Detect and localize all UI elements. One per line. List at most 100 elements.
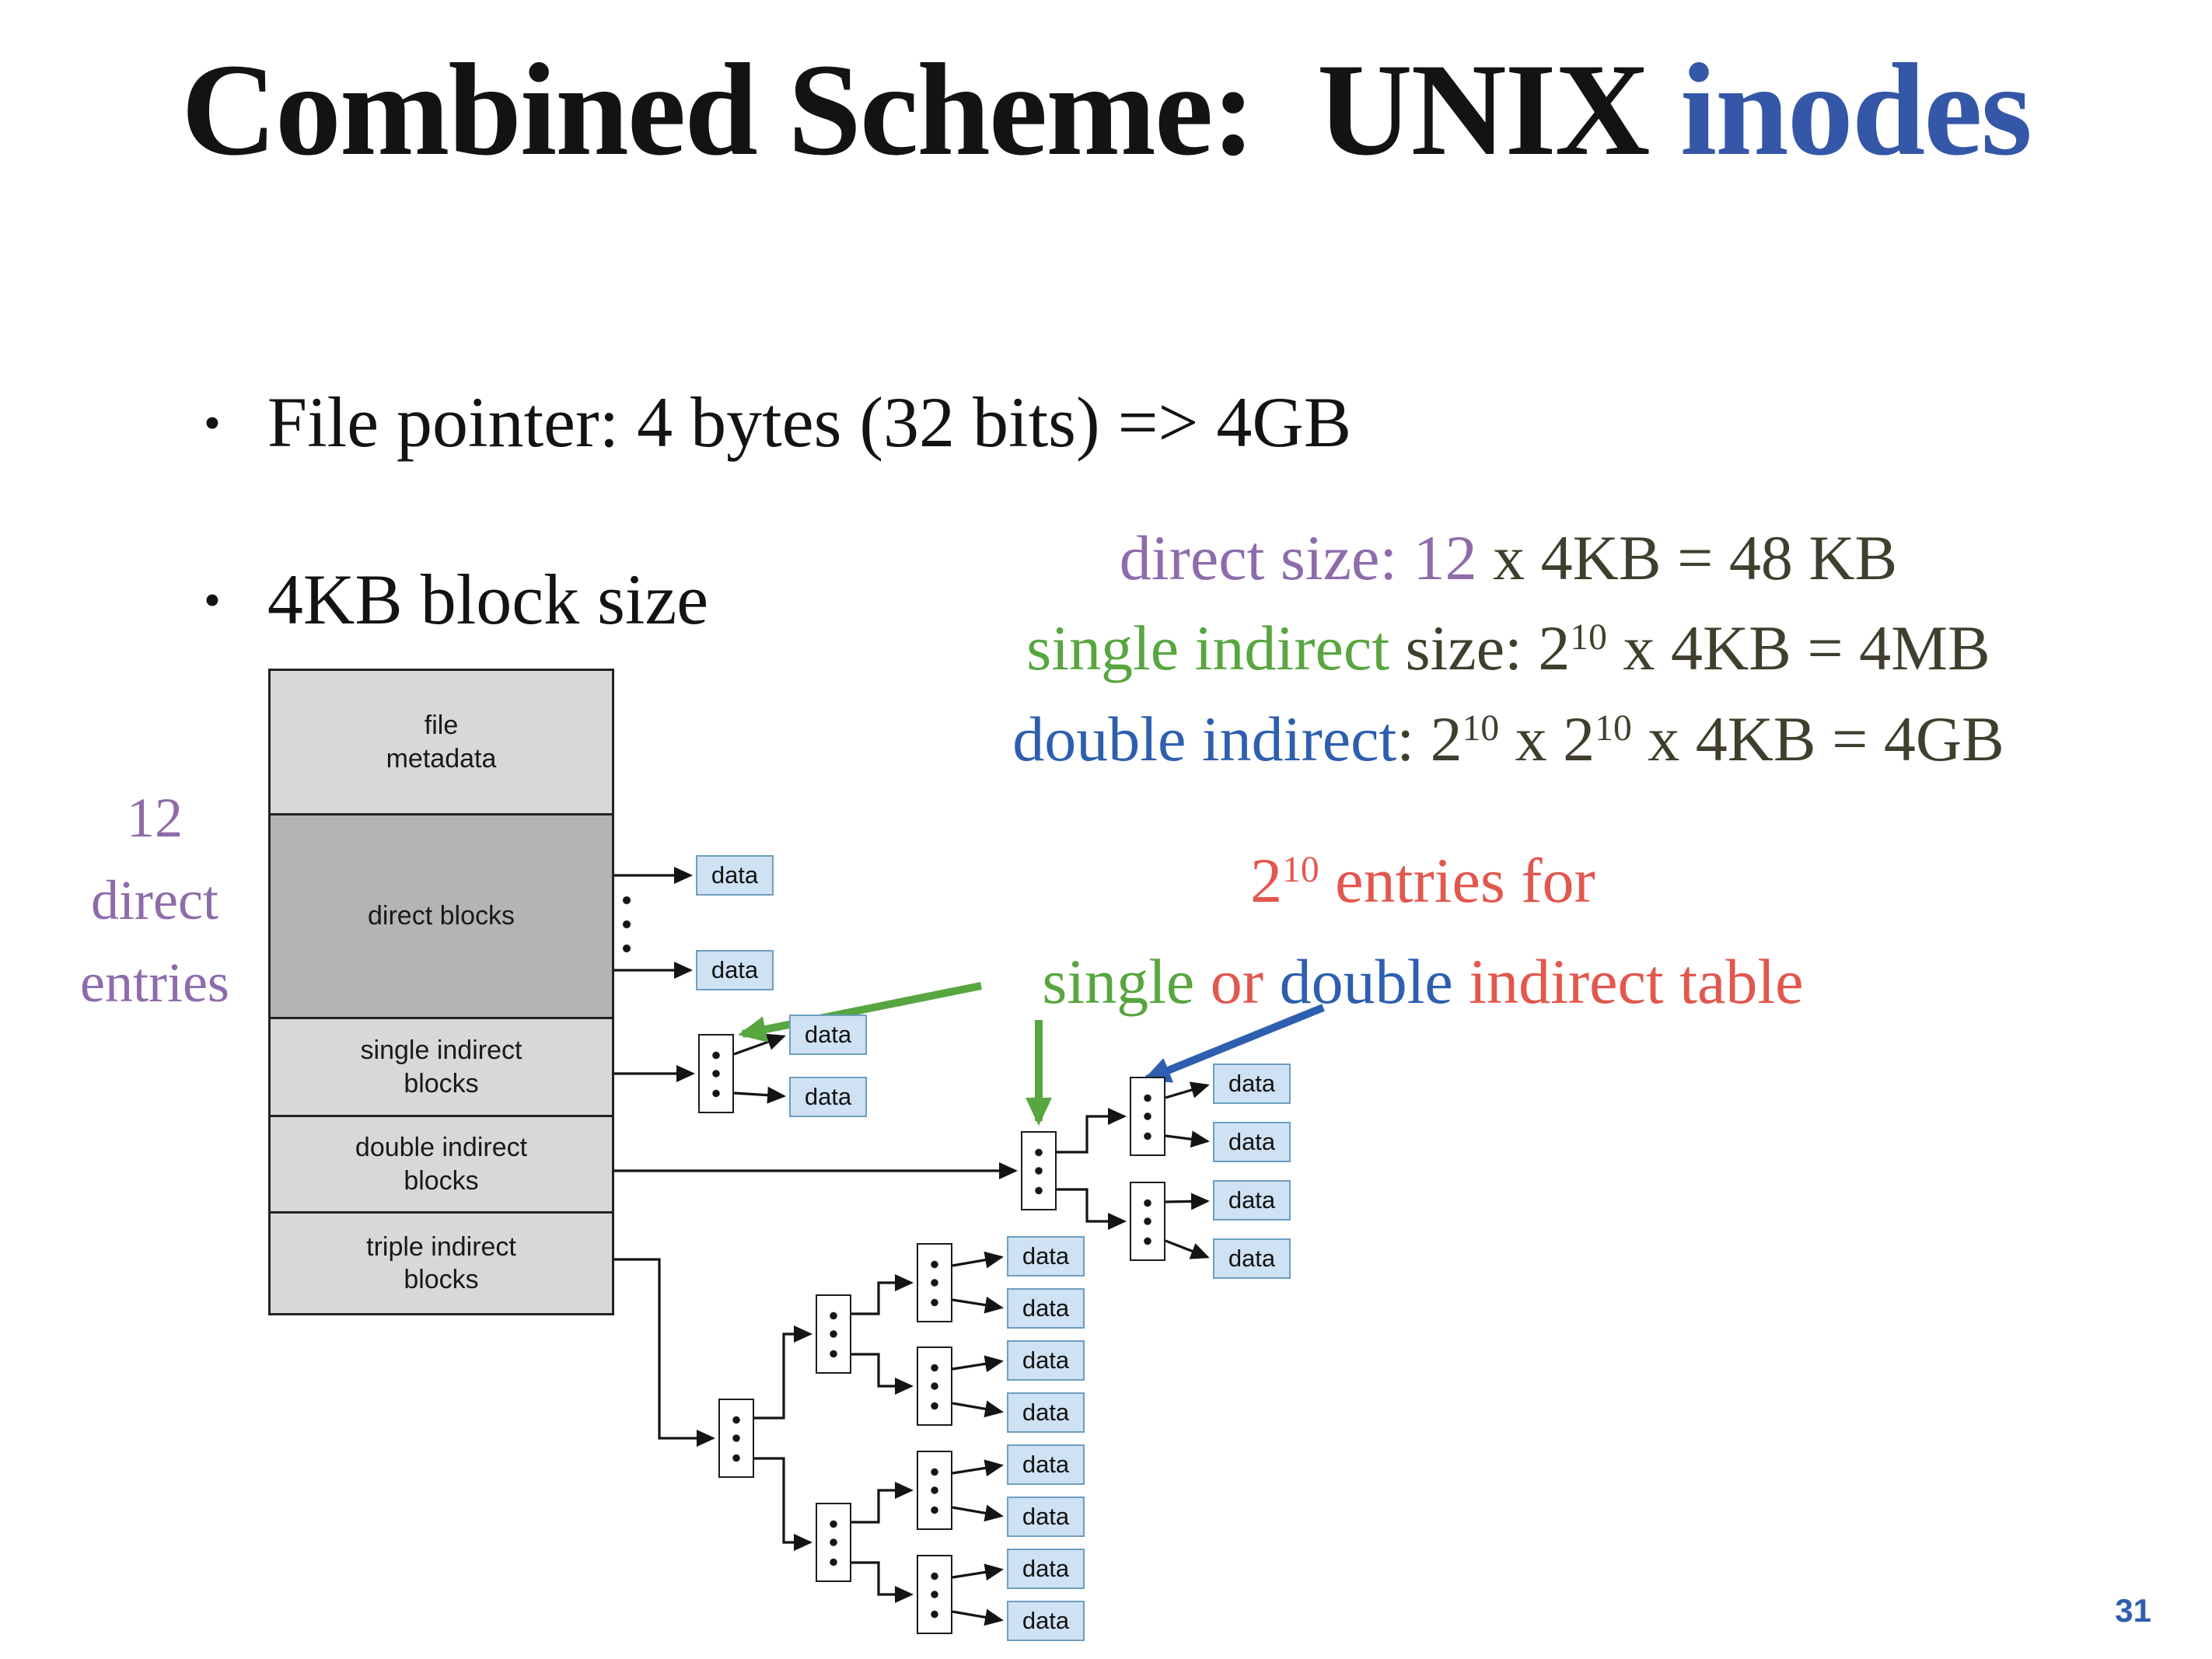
data-block: data xyxy=(789,1077,867,1117)
superscript: 10 xyxy=(1570,617,1607,658)
inode-row-single-indirect: single indirect blocks xyxy=(271,1019,612,1117)
inode-row-double-indirect: double indirect blocks xyxy=(271,1117,612,1214)
arrow xyxy=(952,1608,1004,1626)
double-size-mid2: x 2 xyxy=(1499,703,1595,774)
indirect-pointer-block xyxy=(816,1294,851,1374)
left-label-line: direct xyxy=(91,868,218,931)
arrow xyxy=(733,1033,786,1056)
arrow xyxy=(952,1400,1004,1418)
arrow xyxy=(1165,1081,1210,1099)
data-block: data xyxy=(789,1015,867,1055)
data-block: data xyxy=(1007,1288,1085,1329)
indirect-pointer-block xyxy=(1021,1131,1057,1210)
data-block: data xyxy=(696,855,774,896)
entries-rest: entries for xyxy=(1319,845,1595,916)
size-annotations: direct size: 12 x 4KB = 48 KB single ind… xyxy=(812,513,2204,784)
single-size-mid: size: 2 xyxy=(1389,613,1571,684)
single-size-rest: x 4KB = 4MB xyxy=(1606,613,1990,684)
title-text: Combined Scheme: UNIX xyxy=(181,37,1680,183)
data-block: data xyxy=(1007,1601,1085,1641)
bullet-file-pointer: File pointer: 4 bytes (32 bits) => 4GB xyxy=(204,381,1351,463)
inode-row-label: double indirect blocks xyxy=(355,1133,528,1196)
direct-entries-label: 12 direct entries xyxy=(28,777,281,1024)
data-block: data xyxy=(1213,1122,1291,1162)
superscript: 10 xyxy=(1462,707,1500,749)
double-size-line: double indirect: 210 x 210 x 4KB = 4GB xyxy=(812,694,2204,784)
inode-row-label: single indirect blocks xyxy=(360,1036,522,1098)
arrow xyxy=(1057,1188,1127,1230)
data-block: data xyxy=(1007,1392,1085,1433)
arrow xyxy=(1165,1193,1210,1210)
data-block: data xyxy=(1007,1236,1085,1277)
indirect-pointer-block xyxy=(816,1503,851,1582)
arrow xyxy=(851,1353,914,1395)
inode-row-file-metadata: file metadata xyxy=(271,671,612,816)
single-size-line: single indirect size: 210 x 4KB = 4MB xyxy=(812,603,2204,693)
title-highlight: inodes xyxy=(1679,37,2032,183)
inode-row-label: direct blocks xyxy=(368,901,515,931)
arrow xyxy=(952,1563,1004,1581)
indirect-table-line: single or double indirect table xyxy=(879,931,1967,1032)
double-size-highlight: double indirect xyxy=(1012,703,1397,774)
indirect-pointer-block xyxy=(917,1243,952,1322)
inode-row-direct-blocks: direct blocks xyxy=(271,816,612,1019)
double-word: double xyxy=(1279,945,1453,1017)
entries-count-line: 210 entries for xyxy=(879,830,1967,931)
direct-size-line: direct size: 12 x 4KB = 48 KB xyxy=(812,513,2204,603)
indirect-pointer-block xyxy=(698,1034,734,1113)
data-block: data xyxy=(1213,1064,1291,1104)
entries-note: 210 entries for single or double indirec… xyxy=(879,830,1967,1032)
indirect-pointer-block xyxy=(1130,1182,1165,1261)
arrow xyxy=(1057,1108,1127,1154)
bullet-text: 4KB block size xyxy=(267,560,709,639)
arrow xyxy=(952,1355,1004,1373)
arrow xyxy=(851,1561,914,1603)
inode-table: file metadata direct blocks single indir… xyxy=(268,669,614,1315)
double-size-rest: x 4KB = 4GB xyxy=(1631,703,2004,774)
superscript: 10 xyxy=(1595,707,1632,749)
indirect-pointer-block xyxy=(917,1555,952,1634)
entries-base: 2 xyxy=(1250,845,1283,916)
arrow xyxy=(851,1482,914,1524)
inode-row-triple-indirect: triple indirect blocks xyxy=(271,1214,612,1313)
indirect-pointer-block xyxy=(718,1399,754,1478)
page-number: 31 xyxy=(2115,1592,2151,1629)
ellipsis-dots xyxy=(621,891,632,958)
arrow xyxy=(754,1325,812,1420)
single-size-highlight: single indirect xyxy=(1026,613,1390,684)
arrow xyxy=(952,1251,1004,1269)
indirect-table-rest: indirect table xyxy=(1452,945,1804,1017)
data-block: data xyxy=(1213,1238,1291,1279)
data-block: data xyxy=(1007,1444,1085,1485)
direct-size-rest: x 4KB = 48 KB xyxy=(1476,522,1898,593)
bullet-block-size: 4KB block size xyxy=(204,558,708,641)
data-block: data xyxy=(1213,1180,1291,1221)
or-word: or xyxy=(1194,945,1280,1017)
arrow xyxy=(952,1504,1004,1522)
arrow xyxy=(754,1457,812,1551)
single-word: single xyxy=(1042,945,1195,1017)
double-size-mid: : 2 xyxy=(1396,703,1462,774)
superscript: 10 xyxy=(1282,849,1319,890)
bullet-text: File pointer: 4 bytes (32 bits) => 4GB xyxy=(267,382,1352,462)
indirect-pointer-block xyxy=(917,1346,952,1426)
data-block: data xyxy=(1007,1340,1085,1381)
left-label-line: 12 xyxy=(127,787,183,849)
arrow xyxy=(952,1296,1004,1314)
data-block: data xyxy=(696,950,774,990)
arrow xyxy=(851,1274,914,1315)
arrow xyxy=(1165,1130,1210,1148)
inode-row-label: file metadata xyxy=(386,711,497,774)
data-block: data xyxy=(1007,1497,1085,1537)
data-block: data xyxy=(1007,1549,1085,1589)
arrow xyxy=(614,1258,715,1447)
slide-title: Combined Scheme: UNIX inodes xyxy=(0,34,2212,186)
inode-row-label: triple indirect blocks xyxy=(366,1231,516,1295)
arrow xyxy=(952,1459,1004,1477)
direct-size-highlight: direct size: 12 xyxy=(1119,522,1477,593)
arrow xyxy=(733,1086,786,1104)
indirect-pointer-block xyxy=(1130,1077,1165,1156)
left-label-line: entries xyxy=(80,951,229,1014)
arrow xyxy=(1165,1239,1210,1259)
